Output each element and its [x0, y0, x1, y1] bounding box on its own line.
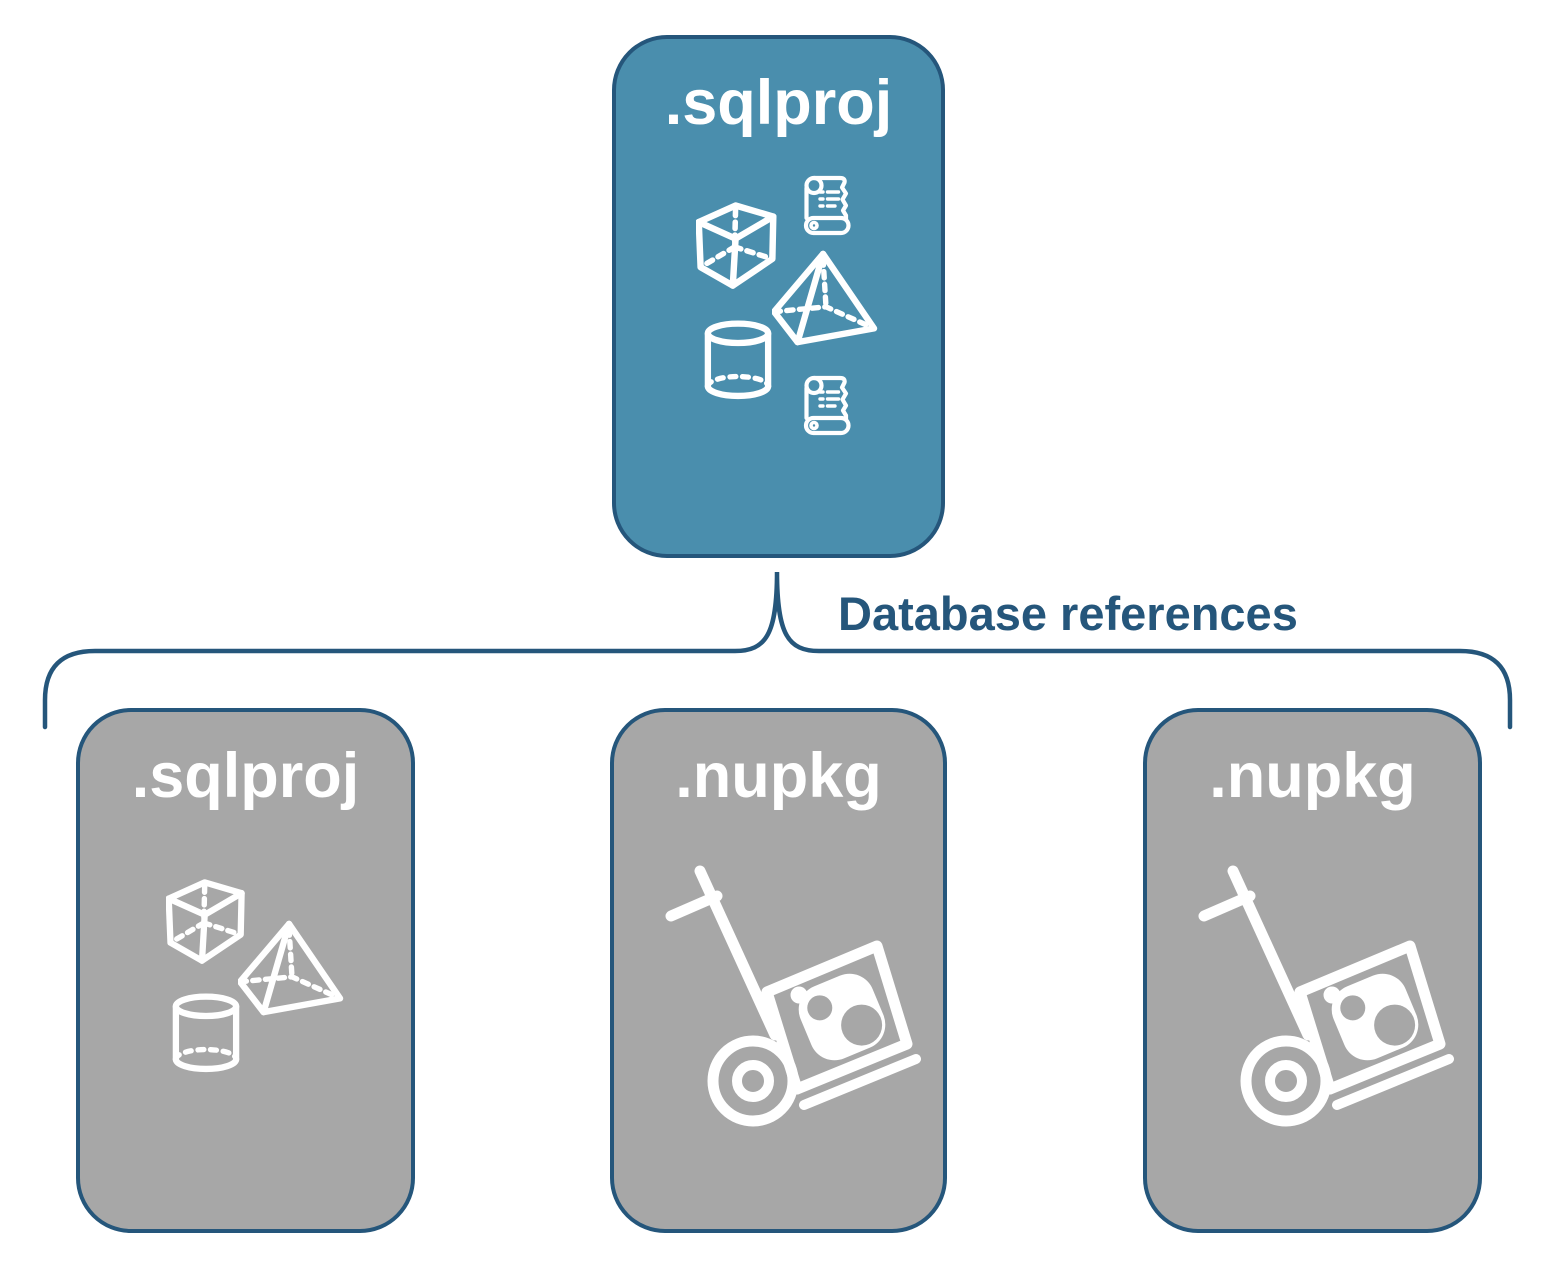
root-node-sqlproj: .sqlproj — [612, 35, 945, 558]
child-node-label: .sqlproj — [131, 741, 360, 811]
package-dolly-icon — [665, 865, 921, 1127]
child-node-sqlproj: .sqlproj — [76, 708, 415, 1233]
pyramid-icon — [238, 920, 344, 1016]
script-scroll-icon — [803, 175, 851, 236]
child-node-nupkg: .nupkg — [1143, 708, 1482, 1233]
root-node-label: .sqlproj — [664, 68, 893, 138]
child-node-label: .nupkg — [675, 741, 882, 811]
package-box — [798, 973, 886, 1061]
cylinder-icon — [704, 320, 772, 400]
package-box — [1331, 973, 1419, 1061]
child-node-label: .nupkg — [1209, 741, 1416, 811]
child-node-nupkg: .nupkg — [610, 708, 947, 1233]
cylinder-icon — [172, 993, 240, 1073]
pyramid-icon — [772, 250, 878, 346]
connector-label: Database references — [838, 587, 1298, 640]
cube-icon — [166, 879, 245, 964]
package-dolly-icon — [1198, 865, 1454, 1127]
script-scroll-icon — [803, 375, 851, 436]
cube-icon — [696, 202, 777, 289]
